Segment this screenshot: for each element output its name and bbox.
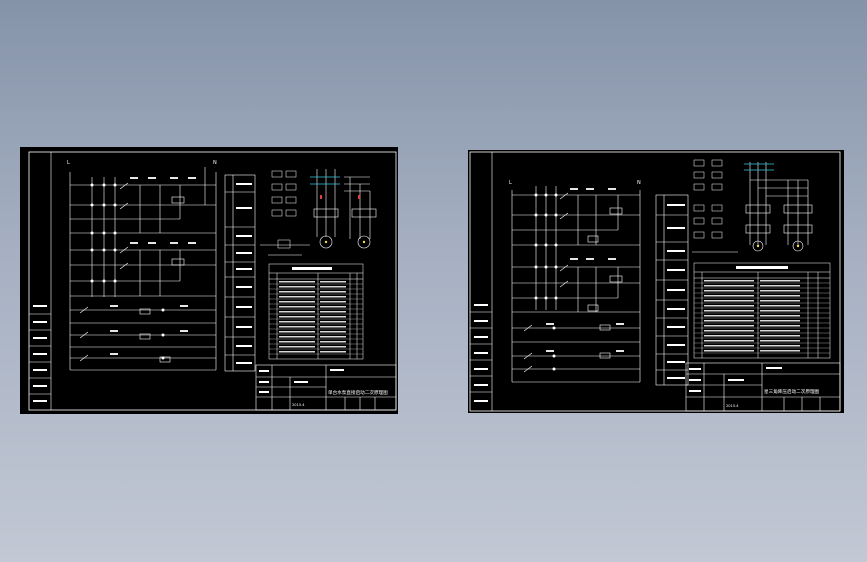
equipment-table-text (736, 266, 788, 269)
main-circuit-accent (310, 176, 340, 185)
phase-label-l: L (67, 160, 70, 166)
motor-marker (324, 240, 366, 244)
equipment-table-rows (694, 282, 830, 354)
schematic-left: L N (28, 151, 397, 411)
drawing-title: 单台水泵直接启动二次原理图 (328, 389, 388, 396)
drawing-frame (469, 151, 841, 412)
title-block (255, 364, 397, 411)
left-label-strip (29, 313, 51, 395)
equipment-table-cells (279, 281, 346, 353)
aux-components (260, 170, 310, 256)
function-column-text (667, 204, 685, 379)
aux-components (692, 159, 738, 253)
equipment-table-text (292, 267, 332, 270)
function-column-text (236, 183, 252, 364)
drawing-frame (28, 151, 397, 411)
phase-label-n: N (213, 160, 217, 166)
control-circuit (69, 167, 217, 371)
main-power-circuit (745, 162, 813, 252)
drawing-sheet-right: L N (468, 150, 844, 413)
left-strip-text (33, 305, 47, 402)
phase-label-l: L (509, 180, 512, 186)
equipment-table-rows (269, 283, 363, 355)
phase-label-n: N (637, 180, 641, 186)
junction-dots (90, 183, 165, 360)
equipment-table (693, 262, 831, 359)
control-circuit (511, 186, 641, 383)
left-strip-text (474, 304, 488, 402)
component-labels (546, 188, 624, 352)
title-block-text (259, 369, 344, 393)
motor-marker (756, 244, 800, 248)
junction-dots (534, 193, 558, 371)
equipment-table-cells (704, 280, 800, 352)
function-column (224, 174, 256, 372)
function-column (655, 194, 689, 386)
equipment-table (268, 263, 364, 360)
main-power-circuit (313, 169, 377, 249)
drawing-date: 2015.4 (292, 403, 305, 407)
left-label-strip (470, 311, 492, 393)
title-block (685, 362, 841, 412)
schematic-right: L N (469, 151, 841, 412)
drawing-date: 2015.4 (726, 404, 739, 408)
breaker-marker (320, 195, 360, 199)
title-block-text (689, 367, 782, 392)
component-labels (110, 177, 196, 355)
drawing-sheet-left: L N (20, 147, 398, 414)
main-circuit-accent (744, 163, 774, 171)
drawing-title: 星三角降压启动二次原理图 (764, 388, 820, 395)
